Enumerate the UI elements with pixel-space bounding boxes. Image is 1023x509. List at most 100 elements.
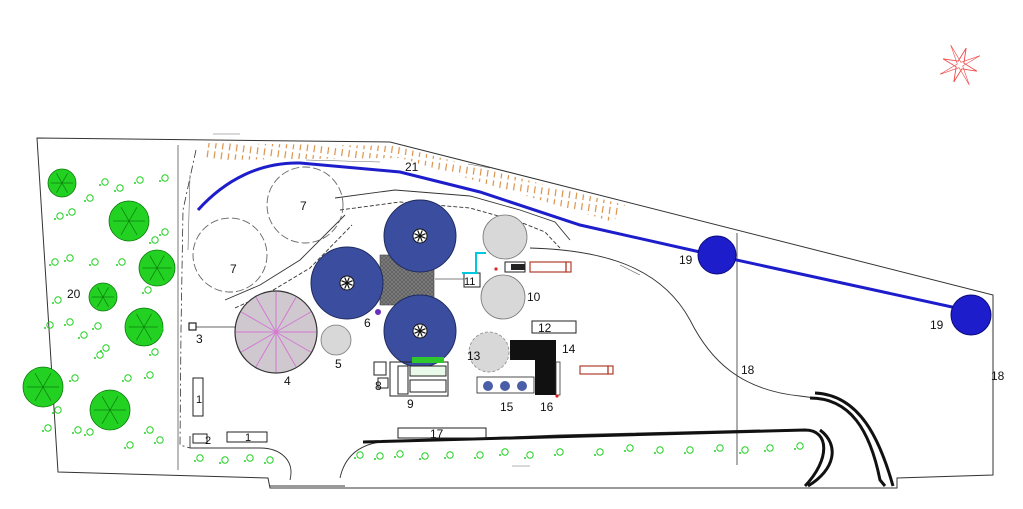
unit-15-frame bbox=[476, 376, 535, 394]
unit-19-tank-east bbox=[950, 294, 992, 336]
shrub-icon bbox=[354, 457, 356, 459]
shrub-icon bbox=[146, 371, 154, 379]
shrub-icon bbox=[524, 457, 526, 459]
shrub-icon bbox=[46, 321, 54, 329]
shrub-icon bbox=[66, 318, 74, 326]
cyan-pipe bbox=[462, 252, 486, 274]
shrub-icon bbox=[92, 328, 94, 330]
shrub-icon bbox=[116, 184, 124, 192]
shrub-icon bbox=[596, 448, 604, 456]
digester-tank bbox=[234, 290, 318, 374]
shrub-icon bbox=[74, 426, 82, 434]
digester-spoke bbox=[255, 331, 277, 367]
shrub-icon bbox=[100, 350, 102, 352]
shrub-icon bbox=[124, 447, 126, 449]
lagoon-7a bbox=[192, 217, 268, 293]
label-7b: 7 bbox=[230, 262, 237, 276]
shrub-icon bbox=[246, 454, 254, 462]
shrub-icon bbox=[741, 446, 749, 454]
tree-icon bbox=[108, 200, 150, 242]
digester-spoke bbox=[241, 311, 277, 333]
unit-15-pump-3 bbox=[517, 381, 527, 391]
shrub-icon bbox=[124, 374, 132, 382]
unit-15-pump-2 bbox=[500, 381, 510, 391]
shrub-icon bbox=[89, 264, 91, 266]
unit-19-tank-west bbox=[697, 235, 737, 275]
label-1b: 1 bbox=[245, 432, 251, 444]
clarifier-hubs bbox=[339, 228, 428, 339]
shrub-icon bbox=[42, 430, 44, 432]
compass-rose-icon bbox=[939, 44, 981, 86]
label-7a: 7 bbox=[300, 199, 307, 213]
shrub-icon bbox=[64, 260, 66, 262]
shrub-icon bbox=[396, 450, 404, 458]
shrub-icon bbox=[624, 450, 626, 452]
unit-14-building bbox=[510, 340, 556, 395]
label-18a: 18 bbox=[741, 363, 755, 377]
digester-spoke bbox=[275, 311, 311, 333]
label-12: 12 bbox=[538, 321, 552, 335]
red-equipment-south-cap bbox=[607, 365, 614, 375]
shrub-icon bbox=[594, 454, 596, 456]
clarifier-hub bbox=[412, 228, 428, 244]
digester-spoke bbox=[275, 297, 297, 333]
unit-2-box bbox=[192, 433, 208, 444]
clarifier-hub bbox=[412, 323, 428, 339]
shrub-icon bbox=[144, 286, 152, 294]
shrub-icon bbox=[66, 254, 74, 262]
shrub-icon bbox=[159, 180, 161, 182]
tiny-annotations bbox=[187, 133, 641, 467]
shrub-icon bbox=[80, 331, 88, 339]
label-14: 14 bbox=[562, 342, 576, 356]
shrub-icon bbox=[114, 190, 116, 192]
shrub-icon bbox=[86, 194, 94, 202]
label-2: 2 bbox=[205, 435, 211, 447]
shrub-icon bbox=[526, 451, 534, 459]
label-5: 5 bbox=[335, 357, 342, 371]
label-17: 17 bbox=[430, 427, 444, 441]
shrub-icon bbox=[66, 214, 68, 216]
unit-8-9-building bbox=[373, 361, 449, 397]
shrub-icon bbox=[116, 264, 118, 266]
shrub-icon bbox=[156, 436, 164, 444]
tree-icon bbox=[138, 249, 176, 287]
label-6: 6 bbox=[364, 316, 371, 330]
unit-5-tank bbox=[320, 324, 352, 356]
shrub-icon bbox=[94, 322, 102, 330]
shrub-icon bbox=[221, 456, 229, 464]
shrub-icon bbox=[796, 442, 804, 450]
shrub-icon bbox=[69, 380, 71, 382]
shrub-icon bbox=[142, 292, 144, 294]
shrub-icon bbox=[54, 218, 56, 220]
digester-spoke bbox=[255, 297, 277, 333]
fence-line bbox=[179, 149, 197, 449]
shrub-icon bbox=[54, 296, 62, 304]
label-20: 20 bbox=[67, 287, 81, 301]
digester-spoke bbox=[275, 331, 297, 367]
unit-1-vertical bbox=[192, 377, 204, 417]
tree-icon bbox=[124, 307, 164, 347]
digester-spoke bbox=[241, 331, 277, 353]
label-13: 13 bbox=[467, 349, 481, 363]
shrub-icon bbox=[101, 178, 109, 186]
shrub-icon bbox=[444, 457, 446, 459]
label-11: 11 bbox=[464, 276, 475, 288]
unit-15-pump-1 bbox=[483, 381, 493, 391]
shrub-icon bbox=[394, 456, 396, 458]
shrub-icon bbox=[196, 454, 204, 462]
unit-12-box bbox=[531, 320, 577, 334]
shrub-icon bbox=[356, 451, 364, 459]
shrub-icon bbox=[159, 234, 161, 236]
shrub-icon bbox=[149, 242, 151, 244]
shrub-icon bbox=[102, 344, 110, 352]
shrub-icon bbox=[71, 374, 79, 382]
shrub-icon bbox=[149, 354, 151, 356]
unit-10-tank-south bbox=[480, 274, 526, 320]
shrub-icon bbox=[374, 458, 376, 460]
shrub-icon bbox=[154, 332, 156, 334]
shrub-icon bbox=[54, 406, 62, 414]
shrub-icon bbox=[52, 302, 54, 304]
access-road bbox=[362, 391, 895, 488]
shrub-icon bbox=[161, 228, 169, 236]
shrub-icon bbox=[684, 452, 686, 454]
